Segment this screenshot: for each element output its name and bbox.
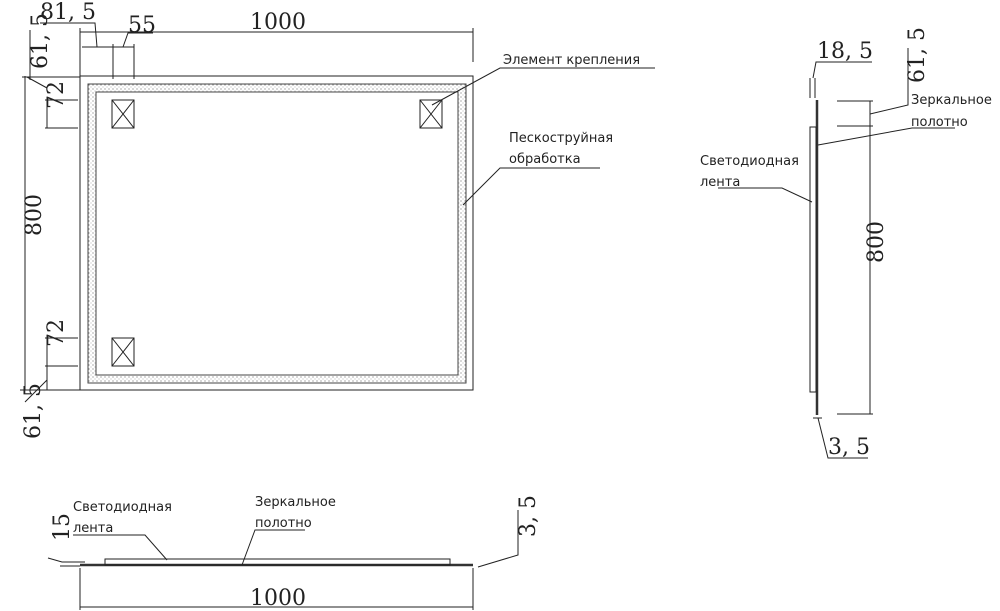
leader-mirror-bottom <box>241 529 305 566</box>
leader-mirror-side <box>817 127 955 146</box>
dim-depth-bottom: 15 <box>50 513 75 541</box>
led-strip-side <box>809 126 817 393</box>
dim-height: 800 <box>22 194 47 236</box>
bottom-view: 1000 15 3, 5 Светодиодная лента Зеркальн… <box>47 495 541 611</box>
label-mirror-bottom-line2: полотно <box>255 516 312 531</box>
sandblast-band <box>87 83 467 384</box>
leader-mount <box>431 67 655 106</box>
dim-lines-offset <box>40 22 153 79</box>
dim-lines-vertical <box>20 30 80 403</box>
dim-lines-side <box>809 78 873 419</box>
dim-line-width <box>79 28 474 390</box>
dim-width: 1000 <box>250 10 306 35</box>
label-mirror-side-line2: полотно <box>911 115 968 130</box>
dim-height-side: 800 <box>864 221 889 263</box>
label-sandblast-line1: Пескоструйная <box>509 131 613 146</box>
dim-offset-top-side: 61, 5 <box>905 27 930 83</box>
mount-element-top-right <box>419 99 443 129</box>
leader-led-side <box>718 187 813 203</box>
label-led-side-line1: Светодиодная <box>700 154 799 169</box>
dim-offset-bottom: 61, 5 <box>21 383 46 439</box>
dim-line-offset-side <box>869 48 909 115</box>
led-strip-bottom <box>104 558 451 566</box>
mount-element-bottom-left <box>111 337 135 367</box>
label-led-bottom-line2: лента <box>73 521 113 536</box>
leader-sandblast <box>462 167 600 206</box>
dim-mount-height-bottom: 72 <box>44 319 69 347</box>
mirror-outline <box>79 75 474 391</box>
dim-offset-left: 81, 5 <box>40 0 96 25</box>
dim-glass-side: 3, 5 <box>828 435 870 460</box>
dim-line-depth-bottom <box>47 557 85 567</box>
dim-line-glass-side <box>817 417 868 459</box>
label-mirror-bottom-line1: Зеркальное <box>255 495 336 510</box>
front-view: 1000 81, 5 55 61, 5 72 72 800 61, 5 Элем… <box>20 0 655 439</box>
side-view: 800 61, 5 18, 5 3, 5 Зеркальное полотно … <box>700 27 992 460</box>
label-sandblast-line2: обработка <box>509 152 581 167</box>
dim-mount-height-top: 72 <box>44 81 69 109</box>
dim-mount-width: 55 <box>128 13 156 38</box>
dim-depth-side: 18, 5 <box>817 39 873 64</box>
dim-line-glass-bottom <box>477 510 519 568</box>
label-led-bottom-line1: Светодиодная <box>73 500 172 515</box>
dim-width-bottom: 1000 <box>250 586 306 611</box>
dim-glass-bottom: 3, 5 <box>516 495 541 537</box>
leader-led-bottom <box>73 534 168 561</box>
label-mirror-side-line1: Зеркальное <box>911 93 992 108</box>
label-led-side-line2: лента <box>700 175 740 190</box>
label-mount: Элемент крепления <box>503 53 640 68</box>
dim-line-width-bottom <box>79 568 474 610</box>
dim-line-depth <box>812 61 872 79</box>
dim-offset-top: 61, 5 <box>28 13 53 69</box>
mount-element-top-left <box>111 99 135 129</box>
